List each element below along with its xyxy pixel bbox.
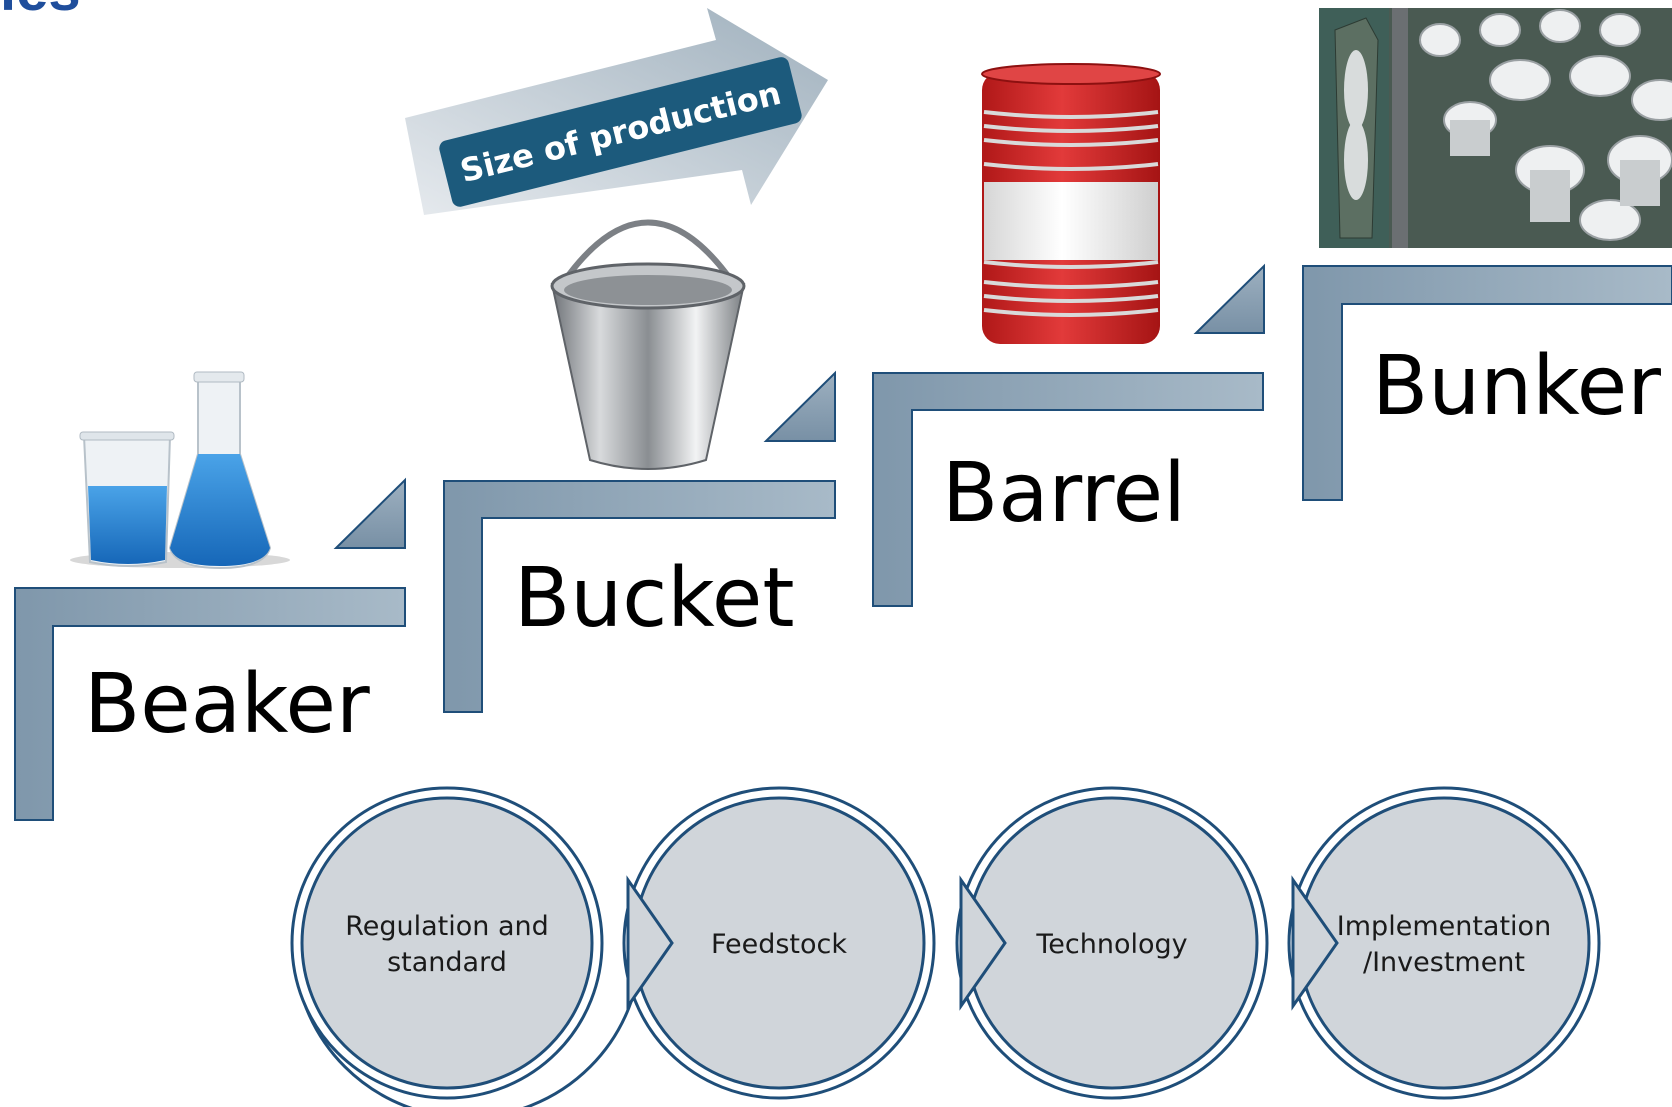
process-chain: Regulation and standard Feedstock Techno… <box>290 786 1601 1107</box>
step-barrel-bracket <box>872 372 1264 607</box>
process-label-regulation-line2: standard <box>387 947 507 978</box>
process-label-regulation-line1: Regulation and <box>345 911 549 942</box>
step-beaker-bracket <box>14 587 406 821</box>
oil-barrel-image <box>981 63 1161 344</box>
step-beaker: Beaker <box>14 477 406 821</box>
step-barrel: Barrel <box>872 263 1265 607</box>
step-bunker-label: Bunker <box>1372 339 1661 434</box>
step-bunker-bracket <box>1302 265 1672 501</box>
tanker-and-storage-tanks-photo <box>1319 8 1672 248</box>
beaker-and-flask-image <box>70 371 290 570</box>
step-barrel-corner <box>1193 263 1265 334</box>
process-stage-technology <box>955 786 1269 1100</box>
size-of-production-arrow: Size of production <box>405 8 828 215</box>
header-title-fragment: ies <box>0 0 81 20</box>
step-barrel-label: Barrel <box>942 446 1186 541</box>
steel-bucket-image <box>550 219 746 470</box>
process-stage-feedstock <box>622 786 936 1100</box>
step-bucket-bracket <box>443 480 836 713</box>
process-stage-implementation <box>1287 786 1601 1100</box>
step-bucket-label: Bucket <box>514 551 794 646</box>
process-label-implementation-line2: /Investment <box>1363 947 1525 978</box>
process-stage-regulation <box>290 786 643 1107</box>
step-beaker-label: Beaker <box>84 657 370 752</box>
step-bucket-corner <box>763 370 836 442</box>
process-label-feedstock: Feedstock <box>711 929 847 960</box>
step-beaker-corner <box>333 477 406 549</box>
process-label-implementation-line1: Implementation <box>1337 911 1551 942</box>
process-label-technology: Technology <box>1035 929 1187 960</box>
step-bunker: Bunker <box>1302 265 1672 501</box>
step-bucket: Bucket <box>443 370 836 713</box>
